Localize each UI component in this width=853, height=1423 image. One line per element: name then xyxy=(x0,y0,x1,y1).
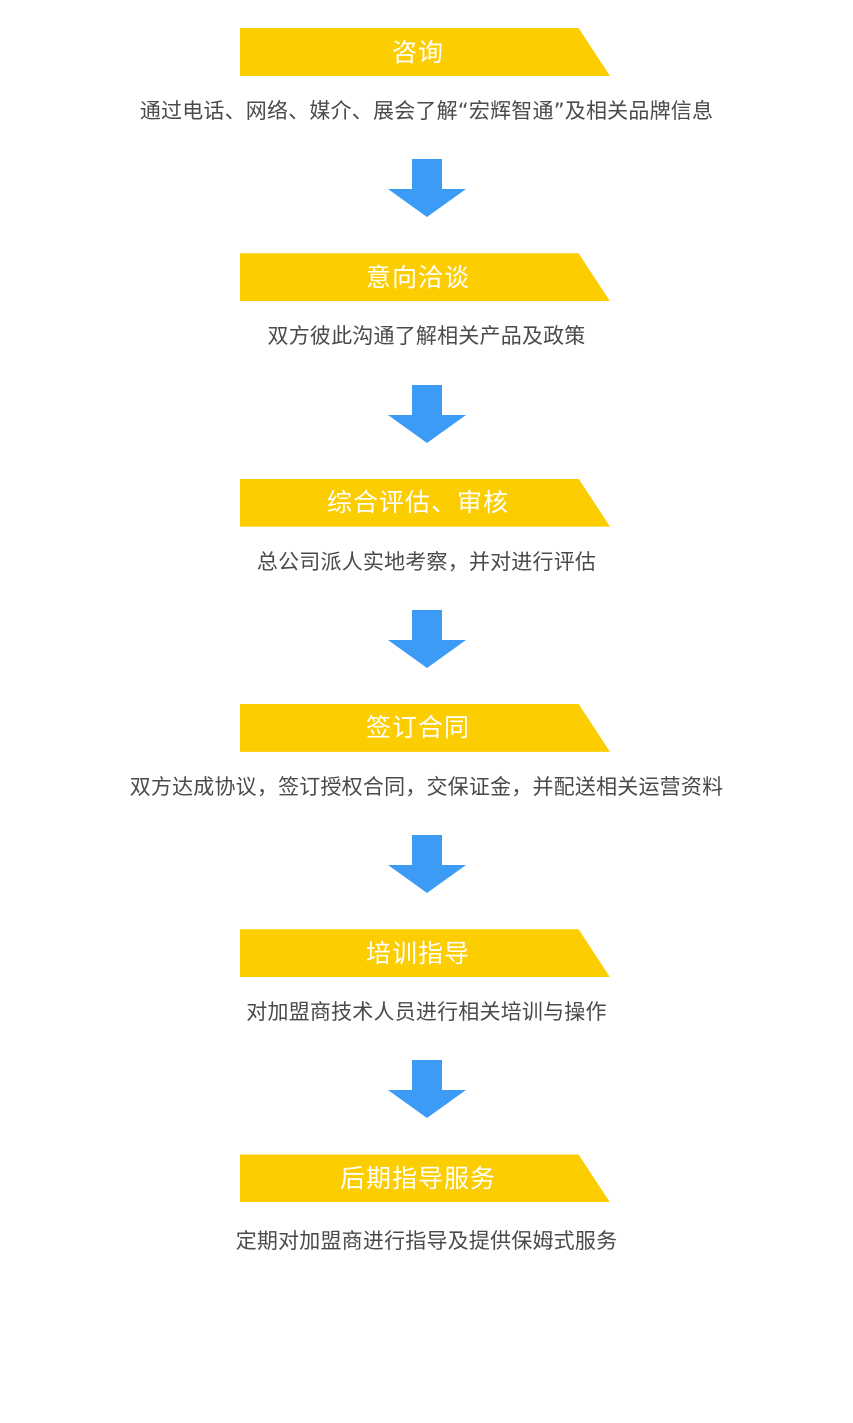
down-arrow-icon-5 xyxy=(387,1060,466,1119)
banner-shape-4 xyxy=(240,703,610,752)
step-banner-3: 综合评估、审核 xyxy=(0,478,853,527)
banner-shape-5 xyxy=(240,929,610,978)
flow-step-3: 综合评估、审核 总公司派人实地考察，并对进行评估 xyxy=(0,478,853,576)
banner-shape-2 xyxy=(240,253,610,302)
step-title-5: 培训指导 xyxy=(365,938,470,968)
flow-step-1: 咨询 通过电话、网络、媒介、展会了解“宏辉智通”及相关品牌信息 xyxy=(0,28,853,125)
step-description-6: 定期对加盟商进行指导及提供保姆式服务 xyxy=(235,1229,618,1254)
step-title-4: 签订合同 xyxy=(365,713,470,743)
banner-shape-6 xyxy=(240,1154,610,1203)
flow-step-4: 签订合同 双方达成协议，签订授权合同，交保证金，并配送相关运营资料 xyxy=(0,703,853,801)
banner-shape-1 xyxy=(240,28,610,76)
step-banner-6: 后期指导服务 xyxy=(0,1154,853,1203)
banner-shape-3 xyxy=(240,478,610,527)
step-description-3: 总公司派人实地考察，并对进行评估 xyxy=(256,549,597,574)
flow-step-6: 后期指导服务 定期对加盟商进行指导及提供保姆式服务 xyxy=(0,1154,853,1255)
step-banner-4: 签订合同 xyxy=(0,703,853,752)
process-flow-diagram: 咨询 通过电话、网络、媒介、展会了解“宏辉智通”及相关品牌信息 意向洽谈 双方彼… xyxy=(0,28,853,1255)
down-arrow-icon-1 xyxy=(387,159,466,218)
step-title-6: 后期指导服务 xyxy=(339,1163,496,1193)
step-title-1: 咨询 xyxy=(391,37,444,67)
step-description-4: 双方达成协议，签订授权合同，交保证金，并配送相关运营资料 xyxy=(129,774,724,799)
flow-step-5: 培训指导 对加盟商技术人员进行相关培训与操作 xyxy=(0,929,853,1026)
step-banner-2: 意向洽谈 xyxy=(0,253,853,302)
step-title-2: 意向洽谈 xyxy=(365,262,470,292)
step-description-2: 双方彼此沟通了解相关产品及政策 xyxy=(267,324,586,349)
down-arrow-icon-3 xyxy=(387,609,466,668)
down-arrow-icon-2 xyxy=(387,384,466,443)
flow-step-2: 意向洽谈 双方彼此沟通了解相关产品及政策 xyxy=(0,253,853,350)
step-description-1: 通过电话、网络、媒介、展会了解“宏辉智通”及相关品牌信息 xyxy=(139,99,714,123)
step-title-3: 综合评估、审核 xyxy=(326,488,509,518)
step-banner-5: 培训指导 xyxy=(0,929,853,978)
down-arrow-icon-4 xyxy=(387,835,466,894)
step-description-5: 对加盟商技术人员进行相关培训与操作 xyxy=(246,1000,607,1025)
step-banner-1: 咨询 xyxy=(0,28,853,76)
